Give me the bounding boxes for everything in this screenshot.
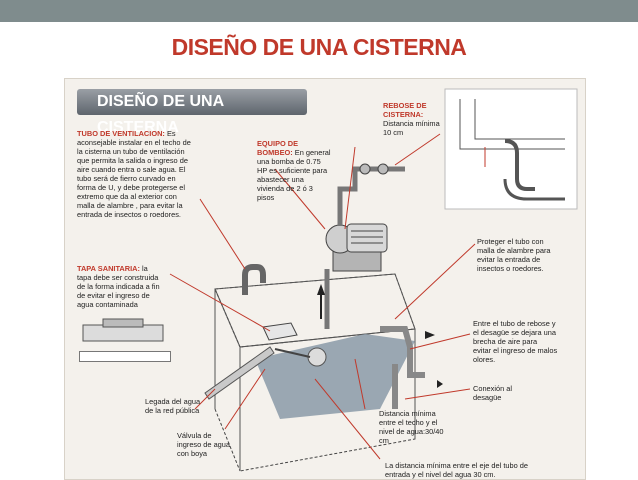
min-distance-line: nivel de agua:30/40 <box>379 427 444 436</box>
vent-pipe <box>242 264 266 295</box>
overflow-line: Distancia mínima <box>383 119 440 128</box>
drain-line: desagüe <box>473 393 502 402</box>
cistern-drawing <box>169 88 578 472</box>
air-gap-line: brecha de aire para <box>473 337 538 346</box>
pipe-axis-line: entrada y el nivel del agua 30 cm. <box>385 470 496 479</box>
pump-pipe <box>337 166 405 226</box>
pump-description: EQUIPO DE BOMBEO: En general una bomba d… <box>257 139 365 202</box>
air-gap-line: Entre el tubo de rebose y <box>473 319 556 328</box>
detail-inset <box>444 88 578 210</box>
vent-line: la cisterna un tubo de ventilación <box>77 147 185 156</box>
float-valve-line: ingreso de agua <box>177 440 231 449</box>
overflow-description: REBOSE DE CISTERNA: Distancia mínima 10 … <box>383 101 463 137</box>
air-gap-line: evitar el ingreso de malos <box>473 346 558 355</box>
slide-title: DISEÑO DE UNA CISTERNA <box>171 34 467 60</box>
overflow-pipe <box>380 326 425 378</box>
diagram-panel: DISEÑO DE UNA CISTERNA TUBO DE VENTILACI… <box>64 78 586 480</box>
vent-line: malla de alambre , para evitar la <box>77 201 183 210</box>
manhole <box>262 322 298 341</box>
manhole-line: de la forma indicada a fin <box>77 282 160 291</box>
mesh-line: evitar la entrada de <box>477 255 541 264</box>
pipe-axis-line: La distancia mínima entre el eje del tub… <box>385 461 528 470</box>
drain-line: Conexión al <box>473 384 513 393</box>
pump-line: una bomba de 0.75 <box>257 157 321 166</box>
vent-line: tubo será de fierro curvado en <box>77 174 176 183</box>
pump <box>325 223 388 272</box>
manhole-description: TAPA SANITARIA: la tapa debe ser constru… <box>77 264 197 309</box>
top-bar <box>0 0 638 22</box>
pump-line: abastecer una <box>257 175 304 184</box>
float-valve-line: Válvula de <box>177 431 212 440</box>
min-distance-note: Distancia mínima entre el techo y el niv… <box>379 409 469 445</box>
manhole-line: de evitar el ingreso de <box>77 291 150 300</box>
dimensions-box <box>79 351 171 362</box>
min-distance-line: entre el techo y el <box>379 418 438 427</box>
overflow-line: 10 cm <box>383 128 404 137</box>
vent-line: que permita la salida o ingreso de <box>77 156 188 165</box>
pipe-axis-note: La distancia mínima entre el eje del tub… <box>385 461 585 479</box>
pump-title: BOMBEO: <box>257 148 293 157</box>
vent-line: aire cuando entra o sale agua. El <box>77 165 186 174</box>
air-gap-line: el desagüe se dejara una <box>473 328 557 337</box>
manhole-line: la <box>142 264 148 273</box>
mesh-line: Proteger el tubo con <box>477 237 544 246</box>
diagram-banner: DISEÑO DE UNA CISTERNA <box>77 89 307 136</box>
vent-line: forma de U, y debe protegerse el <box>77 183 186 192</box>
vent-title: TUBO DE VENTILACION: <box>77 129 165 138</box>
manhole-line: agua contaminada <box>77 300 138 309</box>
pump-title: EQUIPO DE <box>257 139 299 148</box>
manhole-title: TAPA SANITARIA: <box>77 264 140 273</box>
leader-lines <box>169 133 476 460</box>
vent-line: entrada de insectos o roedores. <box>77 210 181 219</box>
flow-arrows <box>317 284 443 388</box>
vent-description: TUBO DE VENTILACION: Es aconsejable inst… <box>77 129 227 219</box>
vent-line: Es <box>166 129 176 138</box>
mesh-line: malla de alambre para <box>477 246 551 255</box>
pump-line: pisos <box>257 193 275 202</box>
pump-line: vivienda de 2 ó 3 <box>257 184 313 193</box>
vent-line: extremo que da al exterior con <box>77 192 177 201</box>
manhole-line: tapa debe ser construida <box>77 273 159 282</box>
inlet-line: Legada del agua <box>145 397 201 406</box>
pump-line: En general <box>294 148 331 157</box>
float-ball <box>307 347 327 367</box>
overflow-title: REBOSE DE <box>383 101 427 110</box>
vent-line: aconsejable instalar en el techo de <box>77 138 191 147</box>
min-distance-line: Distancia mínima <box>379 409 436 418</box>
float-valve-note: Válvula de ingreso de agua con boya <box>177 431 257 458</box>
water-body <box>255 334 415 419</box>
min-distance-line: cm <box>379 436 389 445</box>
mesh-note: Proteger el tubo con malla de alambre pa… <box>477 237 581 273</box>
air-gap-line: olores. <box>473 355 496 364</box>
drain-note: Conexión al desagüe <box>473 384 553 402</box>
mesh-line: insectos o roedores. <box>477 264 544 273</box>
inlet-line: de la red pública <box>145 406 200 415</box>
manhole-sketch <box>82 318 164 342</box>
pump-line: HP es suficiente para <box>257 166 328 175</box>
inlet-note: Legada del agua de la red pública <box>145 397 225 415</box>
air-gap-note: Entre el tubo de rebose y el desagüe se … <box>473 319 583 364</box>
float-valve-line: con boya <box>177 449 207 458</box>
overflow-title: CISTERNA: <box>383 110 424 119</box>
